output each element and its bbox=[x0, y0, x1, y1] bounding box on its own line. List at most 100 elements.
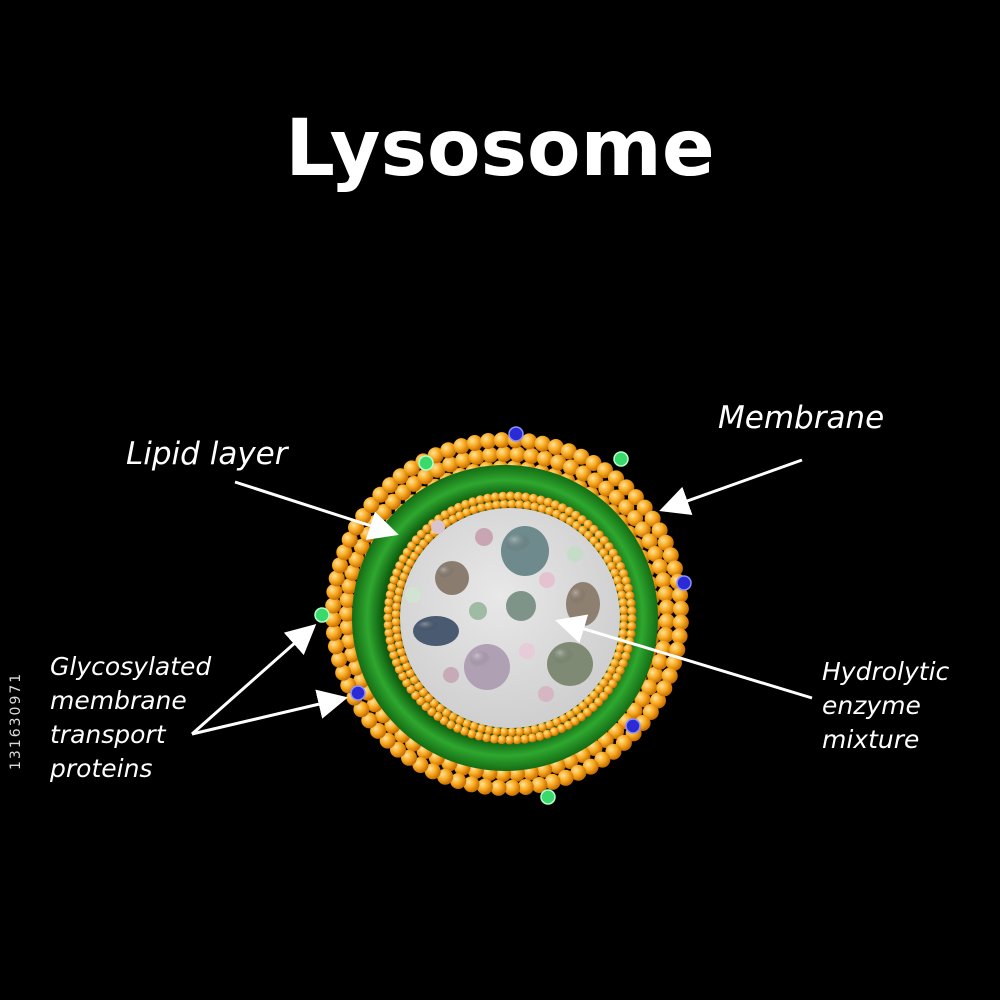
lipid-bead bbox=[385, 590, 395, 600]
lipid-bead bbox=[394, 640, 404, 650]
enzyme-particle bbox=[547, 642, 593, 686]
lipid-bead bbox=[612, 672, 622, 682]
lipid-bead bbox=[644, 510, 661, 527]
lipid-bead bbox=[390, 741, 406, 758]
lipid-bead bbox=[455, 715, 465, 725]
lipid-bead bbox=[461, 499, 471, 509]
lipid-bead bbox=[557, 769, 574, 786]
enzyme-particle bbox=[464, 644, 510, 690]
lipid-bead bbox=[647, 666, 663, 683]
green-protein bbox=[540, 789, 556, 805]
lipid-bead bbox=[669, 641, 686, 658]
lipid-bead bbox=[521, 433, 538, 450]
lipid-bead bbox=[559, 714, 569, 724]
lipid-bead bbox=[578, 701, 588, 711]
lipid-bead bbox=[641, 679, 658, 696]
lipid-bead bbox=[603, 685, 613, 695]
lipid-bead bbox=[339, 591, 356, 608]
lipid-bead bbox=[626, 629, 636, 639]
lipid-bead bbox=[393, 594, 403, 604]
lipid-bead bbox=[405, 668, 415, 678]
glyco-arrow-upper bbox=[191, 624, 317, 736]
lipid-bead bbox=[401, 749, 417, 766]
lipid-bead bbox=[560, 443, 577, 460]
lipid-bead bbox=[489, 734, 499, 744]
blue-protein bbox=[350, 685, 366, 701]
lipid-bead bbox=[608, 470, 624, 487]
lipid-bead bbox=[582, 707, 592, 717]
lipid-bead bbox=[331, 651, 348, 668]
lipid-bead bbox=[393, 632, 403, 642]
lipid-bead bbox=[480, 433, 497, 449]
lipid-bead bbox=[531, 777, 548, 793]
enzyme-particle bbox=[501, 526, 549, 576]
lipid-bead bbox=[484, 501, 494, 511]
lipid-bead bbox=[589, 536, 599, 546]
lipid-bead bbox=[455, 511, 465, 521]
lipid-bead bbox=[469, 721, 479, 731]
lipid-bead bbox=[671, 628, 688, 645]
lipid-bead bbox=[453, 438, 470, 455]
lipid-bead bbox=[542, 729, 552, 739]
lipid-bead bbox=[619, 621, 629, 631]
lipid-bead bbox=[435, 703, 445, 713]
lipid-bead bbox=[399, 572, 409, 582]
lipid-bead bbox=[476, 503, 486, 513]
lipid-bead bbox=[545, 506, 555, 516]
enzyme-particle bbox=[443, 667, 459, 683]
lipid-bead bbox=[429, 461, 446, 478]
lipid-bead bbox=[409, 551, 419, 561]
lipid-bead bbox=[550, 454, 567, 471]
lipid-bead bbox=[530, 502, 540, 512]
lipid-bead bbox=[475, 495, 485, 505]
lipid-bead bbox=[391, 617, 401, 627]
lipid-bead bbox=[627, 489, 644, 506]
lipid-bead bbox=[382, 477, 399, 494]
lipid-bead bbox=[641, 533, 658, 550]
lipid-bead bbox=[582, 758, 599, 775]
lipid-bead bbox=[608, 489, 625, 506]
lipid-bead bbox=[612, 555, 622, 565]
lipid-bead bbox=[618, 628, 628, 638]
lipid-bead bbox=[536, 495, 546, 505]
lipid-bead bbox=[623, 644, 633, 654]
lipid-bead bbox=[417, 468, 434, 485]
lipid-bead bbox=[585, 455, 602, 471]
enzyme-particle bbox=[538, 686, 554, 702]
enzyme-particle bbox=[506, 591, 536, 621]
lipid-bead bbox=[424, 533, 434, 543]
lipid-bead bbox=[442, 708, 451, 718]
glycosylated-proteins-label: Glycosylated membrane transport proteins bbox=[50, 652, 212, 783]
lipid-bead bbox=[570, 764, 587, 781]
lipid-bead bbox=[661, 667, 678, 684]
lipid-bead bbox=[462, 719, 472, 728]
lipid-bead bbox=[396, 647, 406, 657]
transport-proteins bbox=[314, 426, 692, 805]
lipid-bead bbox=[599, 678, 609, 688]
lipid-bead bbox=[608, 679, 618, 689]
lipid-bead bbox=[424, 763, 441, 780]
lipid-bead bbox=[589, 690, 599, 700]
lipid-bead bbox=[589, 524, 599, 534]
lipid-bead bbox=[468, 497, 478, 507]
lipid-bead bbox=[405, 558, 415, 568]
lipid-bead bbox=[403, 460, 420, 477]
lipid-bead bbox=[537, 504, 547, 514]
lipid-bead bbox=[651, 558, 668, 575]
lipid-bead bbox=[398, 554, 408, 564]
lipid-bead bbox=[509, 446, 526, 463]
lipid-bead bbox=[448, 712, 458, 722]
lipid-bead bbox=[353, 538, 370, 555]
lipid-bead bbox=[618, 658, 628, 668]
lipid-bead bbox=[515, 499, 525, 509]
lipid-bead bbox=[467, 729, 477, 739]
lipid-bead bbox=[402, 547, 412, 557]
lipid-bead bbox=[492, 726, 502, 736]
lipid-bead bbox=[407, 541, 417, 551]
lipid-bead bbox=[391, 657, 401, 667]
lipid-bead bbox=[563, 720, 573, 730]
lipid-bead bbox=[505, 735, 514, 745]
lipid-bead bbox=[414, 681, 424, 691]
lipid-bead bbox=[515, 727, 525, 737]
lipid-bead bbox=[507, 727, 517, 737]
